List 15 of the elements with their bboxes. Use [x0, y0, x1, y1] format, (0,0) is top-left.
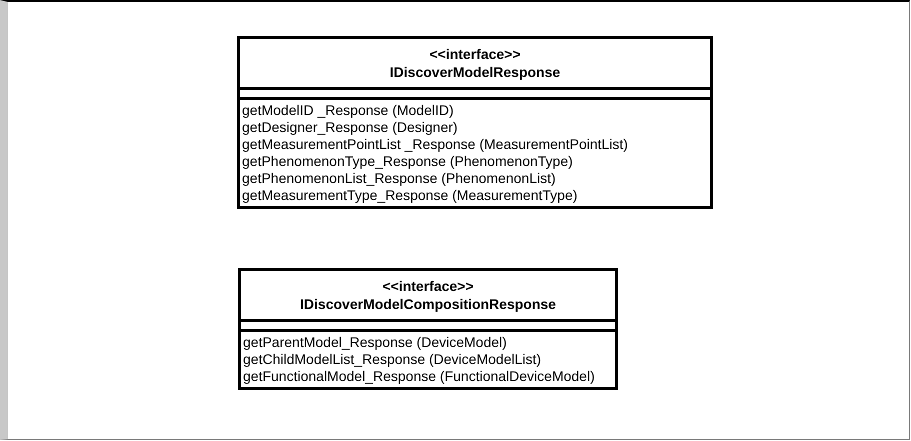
- stereotype-label: <<interface>>: [428, 45, 522, 63]
- method-signature: getMeasurementPointList _Response (MeasurementPointList): [242, 136, 629, 153]
- method-signature: getParentModel_Response (DeviceModel): [243, 334, 508, 351]
- method-signature: getFunctionalModel_Response (FunctionalDeviceModel): [243, 368, 596, 385]
- method-signature: getMeasurementType_Response (MeasurementType): [242, 187, 578, 204]
- class-name: IDiscoverModelResponse: [388, 63, 562, 81]
- method-signature: getModelID _Response (ModelID): [242, 102, 455, 119]
- stereotype-label: <<interface>>: [381, 277, 475, 295]
- method-signature: getPhenomenonType_Response (PhenomenonType): [242, 153, 574, 170]
- method-signature: getChildModelList_Response (DeviceModelList): [243, 351, 542, 368]
- method-signature: getDesigner_Response (Designer): [242, 119, 459, 136]
- interface-class-box: [238, 268, 618, 390]
- class-name: IDiscoverModelCompositionResponse: [299, 295, 557, 313]
- method-signature: getPhenomenonList_Response (PhenomenonList): [242, 170, 557, 187]
- interface-class-box: [237, 36, 713, 209]
